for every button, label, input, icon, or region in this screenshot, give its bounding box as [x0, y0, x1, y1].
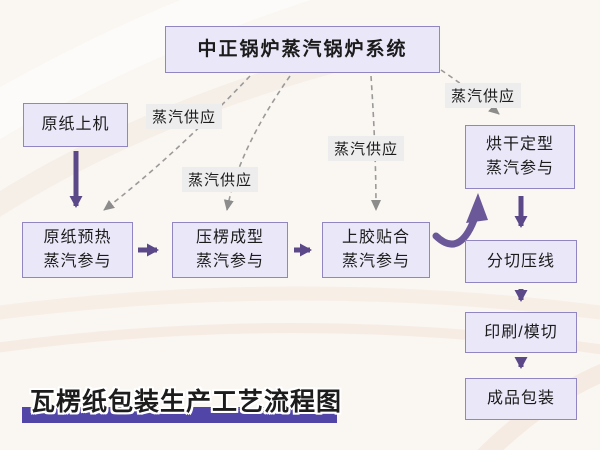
node-print-diecut: 印刷/模切 — [465, 312, 577, 353]
node-corrugate-forming: 压楞成型 蒸汽参与 — [172, 222, 288, 278]
node-boiler-system: 中正锅炉蒸汽锅炉系统 — [165, 26, 440, 73]
node-slit-crease: 分切压线 — [465, 240, 577, 283]
node-dry-line1: 烘干定型 — [485, 136, 554, 153]
node-preheat-line1: 原纸预热 — [43, 229, 112, 246]
node-corrugate-line1: 压楞成型 — [195, 229, 264, 246]
node-raw-paper-loading: 原纸上机 — [23, 103, 128, 147]
node-preheat: 原纸预热 蒸汽参与 — [22, 222, 133, 278]
node-boiler-system-label: 中正锅炉蒸汽锅炉系统 — [197, 38, 408, 60]
steam-supply-label-preheat: 蒸汽供应 — [146, 104, 223, 129]
node-dry-line2: 蒸汽参与 — [485, 160, 554, 177]
node-print-label: 印刷/模切 — [484, 323, 558, 341]
node-glue-laminate: 上胶贴合 蒸汽参与 — [322, 222, 430, 278]
node-glue-line2: 蒸汽参与 — [341, 253, 410, 270]
node-dry-shaping: 烘干定型 蒸汽参与 — [465, 125, 575, 189]
steam-supply-label-dry: 蒸汽供应 — [445, 83, 522, 108]
node-glue-line1: 上胶贴合 — [341, 229, 410, 246]
title-highlight-bar — [22, 407, 337, 423]
node-preheat-line2: 蒸汽参与 — [43, 253, 112, 270]
steam-supply-label-corrugate: 蒸汽供应 — [182, 167, 259, 192]
diagram-title-block: 瓦楞纸包装生产工艺流程图 — [0, 380, 400, 430]
node-pack-label: 成品包装 — [486, 390, 555, 407]
diagram-title: 瓦楞纸包装生产工艺流程图 — [30, 388, 343, 416]
node-finished-pack: 成品包装 — [465, 378, 577, 420]
steam-supply-label-glue: 蒸汽供应 — [328, 136, 405, 161]
node-raw-paper-loading-label: 原纸上机 — [41, 116, 110, 133]
node-slit-label: 分切压线 — [486, 252, 555, 270]
curved-arrow-glue-to-dry — [432, 193, 488, 248]
node-corrugate-line2: 蒸汽参与 — [195, 253, 264, 270]
